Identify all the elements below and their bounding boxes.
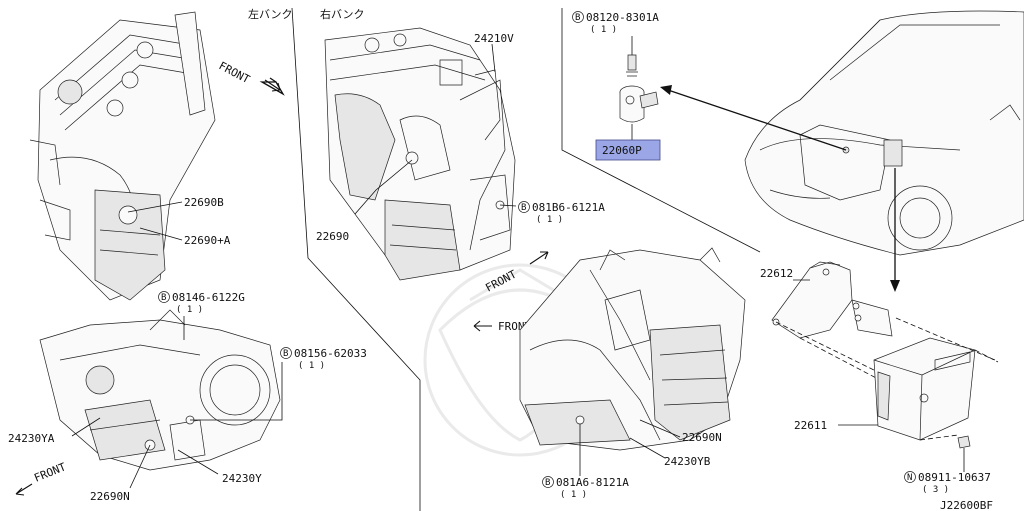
callout-081B6: B 081B6-6121A ( 1 ) bbox=[499, 201, 605, 225]
fastener-prefix: N bbox=[907, 473, 912, 483]
callout-081A6: B 081A6-8121A ( 1 ) bbox=[542, 424, 629, 500]
part-24230YA-label: 24230YA bbox=[8, 432, 55, 445]
engine-left-bank-illustration bbox=[29, 11, 216, 301]
callout-22690B: 22690B bbox=[127, 196, 224, 213]
exhaust-manifold-illustration bbox=[519, 247, 746, 451]
part-22060P-callout: 22060P bbox=[595, 124, 661, 161]
fastener-prefix: B bbox=[161, 293, 166, 303]
fastener-prefix: B bbox=[283, 349, 288, 359]
fastener-prefix: B bbox=[545, 478, 550, 488]
ecm-unit-illustration bbox=[873, 317, 999, 441]
callout-24230Y: 24230Y bbox=[177, 449, 262, 485]
callout-22690A: 22690+A bbox=[139, 227, 231, 247]
callout-22690N-left: 22690N bbox=[90, 444, 151, 503]
callout-22690N-mid: 22690N bbox=[639, 419, 722, 444]
fastener-08120-label: 08120-8301A bbox=[586, 11, 659, 24]
callout-24210V: 24210V bbox=[474, 32, 514, 73]
part-22060P-label: 22060P bbox=[602, 144, 642, 157]
fastener-qty: ( 1 ) bbox=[176, 305, 203, 315]
part-22690A-label: 22690+A bbox=[184, 234, 231, 247]
circled-b-icon bbox=[280, 347, 292, 359]
fastener-08156-label: 08156-62033 bbox=[294, 347, 367, 360]
circled-n-icon bbox=[904, 471, 916, 483]
front-indicator-1: FRONT bbox=[217, 59, 285, 96]
part-22612-label: 22612 bbox=[760, 267, 793, 280]
right-bank-label: 右バンク bbox=[320, 7, 365, 21]
fastener-081A6-label: 081A6-8121A bbox=[556, 476, 629, 489]
part-24230YB-label: 24230YB bbox=[664, 455, 711, 468]
callout-08146: B 08146-6122G ( 1 ) bbox=[158, 291, 245, 340]
engine-lower-illustration bbox=[39, 309, 281, 471]
fastener-08911-label: 08911-10637 bbox=[918, 471, 991, 484]
knock-sensor-illustration bbox=[619, 54, 659, 123]
engine-right-bank-illustration bbox=[324, 27, 516, 281]
front-arrow-icon bbox=[473, 320, 492, 332]
vehicle-illustration bbox=[744, 10, 1024, 256]
front-indicator-4: FRONT bbox=[15, 460, 68, 496]
ecm-bracket-illustration bbox=[771, 261, 893, 381]
part-24210V-label: 24210V bbox=[474, 32, 514, 45]
fastener-qty: ( 1 ) bbox=[298, 361, 325, 371]
fastener-qty: ( 3 ) bbox=[922, 485, 949, 495]
front-arrow-icon bbox=[15, 483, 33, 496]
fastener-prefix: B bbox=[521, 203, 526, 213]
circled-b-icon bbox=[158, 291, 170, 303]
fastener-qty: ( 1 ) bbox=[536, 215, 563, 225]
fastener-081B6-label: 081B6-6121A bbox=[532, 201, 605, 214]
callout-22690: 22690 bbox=[316, 159, 413, 243]
front-label: FRONT bbox=[217, 59, 253, 86]
part-22690N-label: 22690N bbox=[90, 490, 130, 503]
circled-b-icon bbox=[518, 201, 530, 213]
leader-arrows bbox=[660, 85, 900, 292]
callout-08156: B 08156-62033 ( 1 ) bbox=[190, 347, 367, 421]
callout-24230YA: 24230YA bbox=[8, 417, 101, 445]
circled-b-icon bbox=[542, 476, 554, 488]
fastener-08146-label: 08146-6122G bbox=[172, 291, 245, 304]
callout-24230YB: 24230YB bbox=[629, 437, 711, 468]
part-22690B-label: 22690B bbox=[184, 196, 224, 209]
fastener-qty: ( 1 ) bbox=[560, 490, 587, 500]
part-24230Y-label: 24230Y bbox=[222, 472, 262, 485]
front-label: FRONT bbox=[32, 460, 68, 485]
callout-08911: N 08911-10637 ( 3 ) bbox=[904, 435, 991, 495]
diagram-id: J22600BF bbox=[940, 499, 993, 511]
panel-dividers bbox=[291, 7, 761, 511]
part-22611-label: 22611 bbox=[794, 419, 827, 432]
part-22690N-label: 22690N bbox=[682, 431, 722, 444]
callout-22611: 22611 bbox=[794, 419, 878, 432]
circled-b-icon bbox=[572, 11, 584, 23]
fastener-prefix: B bbox=[575, 13, 580, 23]
fastener-qty: ( 1 ) bbox=[590, 25, 617, 35]
part-22690-label: 22690 bbox=[316, 230, 349, 243]
callout-22612: 22612 bbox=[760, 267, 810, 281]
callout-08120: B 08120-8301A ( 1 ) bbox=[572, 11, 659, 55]
ecm-location-marker bbox=[883, 139, 903, 167]
highlight-box bbox=[595, 139, 661, 161]
left-bank-label: 左バンク bbox=[248, 8, 293, 21]
